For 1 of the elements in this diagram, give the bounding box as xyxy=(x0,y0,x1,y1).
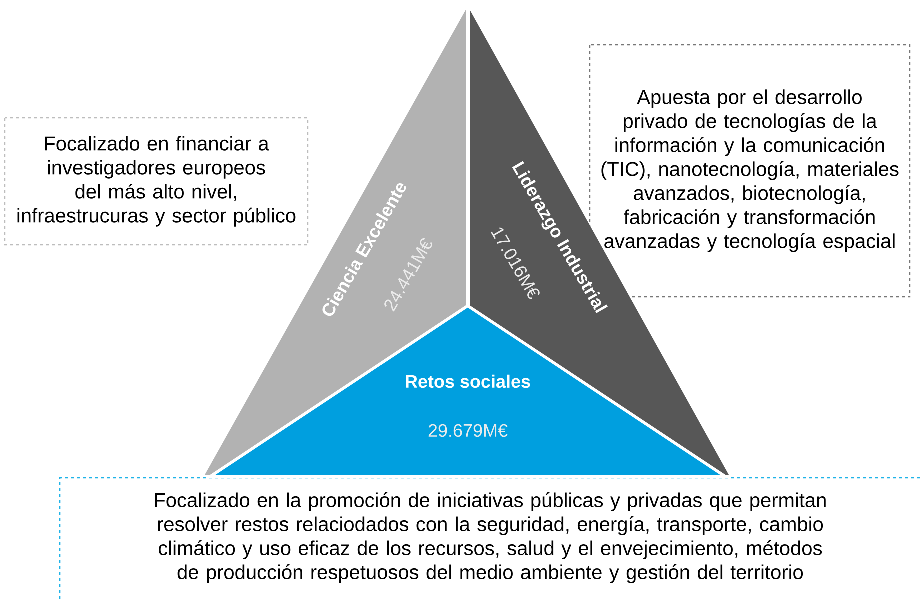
text-box: Focalizado en financiar a investigadores europeos del más alto nivel, infraestrucuras y sector público xyxy=(4,117,309,246)
